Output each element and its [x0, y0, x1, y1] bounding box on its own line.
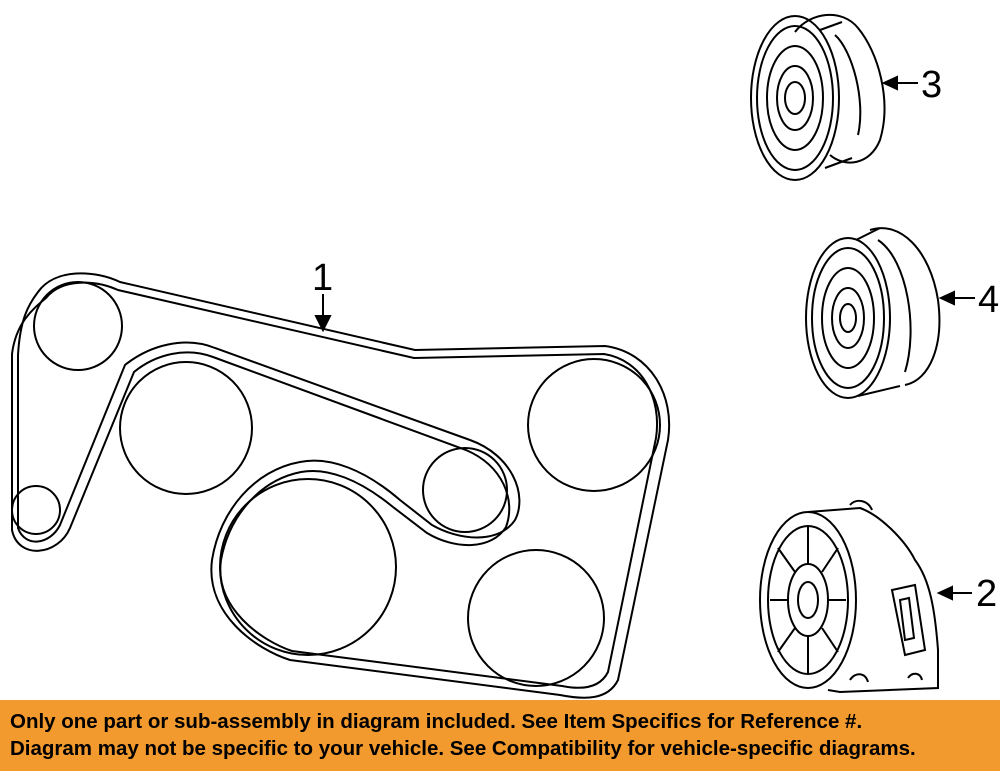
idler-pulley-lower: [805, 227, 941, 399]
pulley-right-upper: [527, 358, 661, 492]
callout-label-2: 2: [976, 573, 997, 615]
pulley-lower-right: [467, 549, 605, 687]
notice-line-1: Only one part or sub-assembly in diagram…: [10, 710, 863, 733]
pulley-crankshaft: [219, 478, 397, 656]
pulley-left-small: [11, 485, 61, 535]
callout-label-4: 4: [978, 279, 999, 321]
callout-label-3: 3: [921, 64, 942, 106]
parts-diagram: 1 2 3 4: [11, 14, 999, 699]
notice-banner: Only one part or sub-assembly in diagram…: [0, 700, 1000, 771]
callout-arrow-3: [881, 75, 918, 91]
callout-arrow-1: [314, 294, 332, 333]
idler-pulley-upper: [750, 14, 886, 181]
callout-arrow-2: [936, 585, 972, 601]
belt-tensioner: [759, 499, 939, 694]
serpentine-belt: [11, 272, 671, 699]
callout-label-1: 1: [312, 257, 333, 299]
pulley-center-small: [422, 447, 508, 533]
pulley-upper-left-large: [119, 361, 253, 495]
pulley-top-left: [33, 281, 123, 371]
notice-line-2: Diagram may not be specific to your vehi…: [10, 737, 916, 760]
callout-arrow-4: [938, 290, 975, 306]
